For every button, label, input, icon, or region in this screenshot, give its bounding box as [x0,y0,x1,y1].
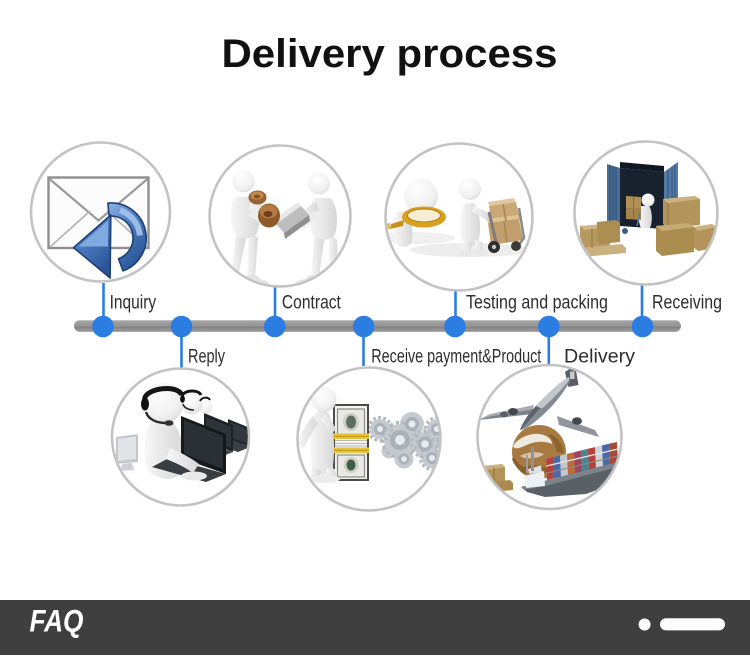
svg-text:Receiving: Receiving [652,291,722,313]
svg-text:Testing and packing: Testing and packing [466,291,608,313]
svg-text:Delivery: Delivery [564,346,635,368]
svg-text:Receive payment&Product: Receive payment&Product [371,346,541,368]
svg-text:Contract: Contract [282,291,341,313]
svg-text:Reply: Reply [188,346,225,368]
svg-text:Delivery process: Delivery process [222,32,558,76]
svg-text:Inquiry: Inquiry [110,291,157,313]
svg-text:FAQ: FAQ [30,603,84,639]
